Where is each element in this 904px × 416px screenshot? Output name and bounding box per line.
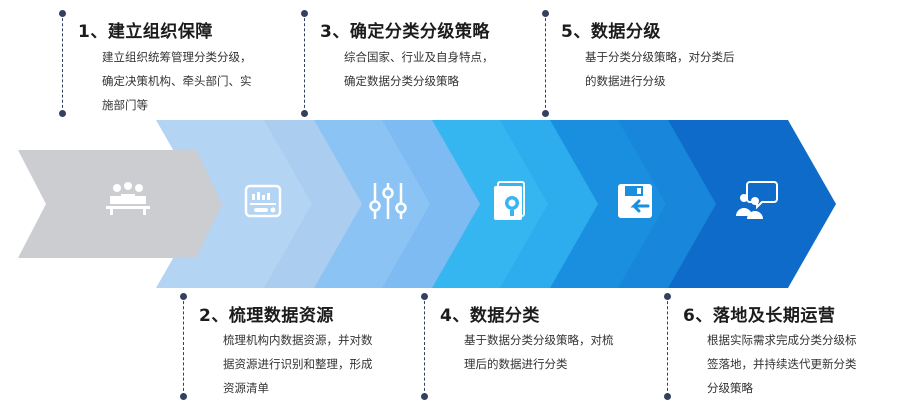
dashboard-panel-icon (244, 184, 282, 218)
step-4-desc-line: 理后的数据进行分类 (464, 357, 568, 371)
step-6-desc-line: 签落地，并持续迭代更新分类 (707, 357, 857, 371)
step-3-dot-top (301, 10, 308, 17)
step-2-desc-line: 据资源进行识别和整理，形成 (223, 357, 373, 371)
chat-people-icon (736, 181, 778, 219)
step-3-desc-line: 综合国家、行业及自身特点， (344, 50, 494, 64)
arrow-3-tip-shade (382, 120, 480, 288)
step-5-title: 5、数据分级 (561, 22, 661, 42)
save-disk-icon (618, 184, 652, 218)
step-1-dot-bottom (59, 110, 66, 117)
step-3-desc-line: 确定数据分类分级策略 (344, 74, 459, 88)
team-meeting-icon (106, 182, 150, 215)
step-3-dot-bottom (301, 110, 308, 117)
step-2-title: 2、梳理数据资源 (199, 306, 334, 326)
step-6-desc-line: 根据实际需求完成分类分级标 (707, 333, 857, 347)
arrow-2-tip-shade (264, 120, 362, 288)
arrow-5-tip-shade (618, 120, 716, 288)
step-4-dot-bottom (421, 393, 428, 400)
step-1-desc: 建立组织统筹管理分类分级， 确定决策机构、牵头部门、实 施部门等 (102, 45, 278, 117)
step-3-desc: 综合国家、行业及自身特点， 确定数据分类分级策略 (344, 45, 520, 93)
step-6-desc-line: 分级策略 (707, 381, 753, 395)
step-2-desc-line: 梳理机构内数据资源，并对数 (223, 333, 373, 347)
step-6-dot-top (664, 293, 671, 300)
step-4-dot-top (421, 293, 428, 300)
step-6-connector (667, 296, 668, 396)
step-1-connector (62, 13, 63, 113)
step-4-desc: 基于数据分类分级策略，对梳 理后的数据进行分类 (464, 328, 640, 376)
step-6-desc: 根据实际需求完成分类分级标 签落地，并持续迭代更新分类 分级策略 (707, 328, 893, 400)
step-1-desc-line: 确定决策机构、牵头部门、实 (102, 74, 252, 88)
step-5-dot-bottom (542, 110, 549, 117)
step-5-desc-line: 的数据进行分级 (585, 74, 666, 88)
step-2-connector (183, 296, 184, 396)
sliders-icon (369, 183, 407, 219)
step-4-connector (424, 296, 425, 396)
step-2-desc-line: 资源清单 (223, 381, 269, 395)
step-6-title: 6、落地及长期运营 (683, 306, 836, 326)
step-1-desc-line: 建立组织统筹管理分类分级， (102, 50, 252, 64)
step-1-desc-line: 施部门等 (102, 98, 148, 112)
step-2-dot-bottom (180, 393, 187, 400)
step-3-title: 3、确定分类分级策略 (320, 22, 490, 42)
step-3-connector (304, 13, 305, 113)
step-2-dot-top (180, 293, 187, 300)
step-5-desc-line: 基于分类分级策略，对分类后 (585, 50, 735, 64)
step-2-desc: 梳理机构内数据资源，并对数 据资源进行识别和整理，形成 资源清单 (223, 328, 399, 400)
step-1-dot-top (59, 10, 66, 17)
step-4-title: 4、数据分类 (440, 306, 540, 326)
step-5-desc: 基于分类分级策略，对分类后 的数据进行分级 (585, 45, 761, 93)
step-5-dot-top (542, 10, 549, 17)
step-5-connector (545, 13, 546, 113)
book-icon (494, 181, 525, 220)
step-1-title: 1、建立组织保障 (78, 22, 213, 42)
step-6-dot-bottom (664, 393, 671, 400)
arrow-4-tip-shade (500, 120, 598, 288)
step-4-desc-line: 基于数据分类分级策略，对梳 (464, 333, 614, 347)
